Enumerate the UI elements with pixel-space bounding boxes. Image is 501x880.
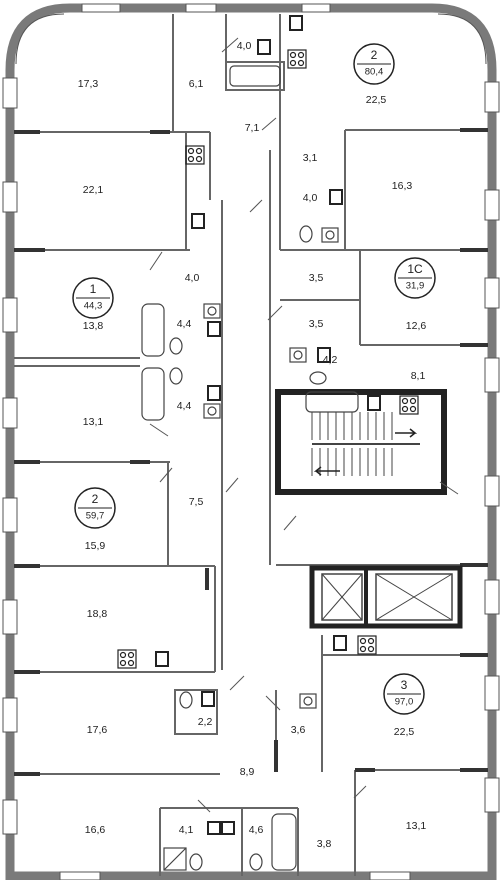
room-area: 3,5 [309, 272, 324, 284]
room-area: 13,1 [406, 820, 427, 832]
outer-walls [5, 3, 497, 880]
room-area: 4,6 [249, 824, 264, 836]
sink-icon [289, 15, 303, 31]
apartment-badge [74, 487, 116, 529]
room-area: 7,5 [189, 496, 204, 508]
apartment-badges [72, 43, 436, 715]
sink-icon [321, 227, 339, 243]
bathtub-icon [271, 813, 297, 871]
toilet-icon [189, 853, 203, 871]
toilet-icon [179, 691, 193, 709]
room-area: 6,1 [189, 78, 204, 90]
elevators [309, 565, 463, 629]
sink-icon [329, 189, 343, 205]
room-area: 15,9 [85, 540, 106, 552]
toilet-icon [169, 337, 183, 355]
room-area: 4,0 [237, 40, 252, 52]
room-area: 2,2 [198, 716, 213, 728]
room-area: 3,5 [309, 318, 324, 330]
room-area: 22,1 [83, 184, 104, 196]
sink-icon [207, 321, 221, 337]
sink-icon [201, 691, 215, 707]
sink-icon [207, 821, 221, 835]
apartment-badge-text: 2 80,4 1 44,3 1С 31,9 2 59,7 3 97,0 [84, 48, 425, 707]
room-area: 22,5 [394, 726, 415, 738]
apartment-area: 97,0 [395, 697, 414, 708]
room-area: 8,9 [240, 766, 255, 778]
apartment-badge [394, 257, 436, 299]
toilet-icon [169, 367, 183, 385]
sink-icon [155, 651, 169, 667]
toilet-icon [299, 225, 313, 243]
room-area: 4,4 [177, 318, 192, 330]
sink-icon [191, 213, 205, 229]
apartment-number: 1 [90, 282, 97, 296]
apartment-number: 2 [92, 492, 99, 506]
room-area: 4,4 [177, 400, 192, 412]
bathtub-icon [141, 367, 165, 421]
room-area: 17,6 [87, 724, 108, 736]
room-area: 18,8 [87, 608, 108, 620]
apartment-area: 80,4 [365, 67, 384, 78]
apartment-badge [72, 277, 114, 319]
room-area: 3,6 [291, 724, 306, 736]
room-area: 16,3 [392, 180, 413, 192]
apartment-area: 44,3 [84, 301, 103, 312]
room-area: 8,1 [411, 370, 426, 382]
sink-icon [221, 821, 235, 835]
stove-icon [287, 49, 307, 69]
staircase [275, 389, 447, 495]
corner-curves [15, 13, 487, 65]
room-area: 4,0 [303, 192, 318, 204]
room-area: 12,6 [406, 320, 427, 332]
thick-walls [14, 128, 488, 776]
room-area: 4,1 [179, 824, 194, 836]
toilet-icon [309, 371, 327, 385]
room-area: 4,0 [185, 272, 200, 284]
sink-icon [299, 693, 317, 709]
doors [149, 37, 459, 813]
sink-icon [203, 403, 221, 419]
sink-icon [317, 347, 331, 363]
sink-icon [203, 303, 221, 319]
fixtures [141, 65, 359, 871]
apartment-number: 3 [401, 678, 408, 692]
sink-icon [207, 385, 221, 401]
room-area: 4,2 [323, 354, 338, 366]
sink-icon [333, 635, 347, 651]
bathtub-icon [141, 303, 165, 357]
sink-icon [257, 39, 271, 55]
room-area: 13,1 [83, 416, 104, 428]
stove-icon [357, 635, 377, 655]
apartment-badge [353, 43, 395, 85]
stove-icon [399, 395, 419, 415]
stove-icon [117, 649, 137, 669]
room-area: 16,6 [85, 824, 106, 836]
room-area: 17,3 [78, 78, 99, 90]
room-area: 7,1 [245, 122, 260, 134]
toilet-icon [249, 853, 263, 871]
room-area: 3,1 [303, 152, 318, 164]
shower-icon [163, 847, 187, 871]
stove-icon [185, 145, 205, 165]
apartment-badge [383, 673, 425, 715]
bathtub-icon [229, 65, 281, 87]
windows [2, 3, 500, 880]
sink-boxes [155, 15, 381, 835]
apartment-area: 31,9 [406, 281, 425, 292]
stoves [117, 49, 419, 669]
apartment-area: 59,7 [86, 511, 105, 522]
sink-icon [289, 347, 307, 363]
apartment-number: 2 [371, 48, 378, 62]
room-area: 22,5 [366, 94, 387, 106]
room-labels: 17,3 6,1 4,0 22,5 7,1 22,1 3,1 16,3 4,0 … [78, 40, 427, 850]
sink-icon [367, 395, 381, 411]
room-area: 13,8 [83, 320, 104, 332]
bathtub-icon [305, 391, 359, 413]
room-area: 3,8 [317, 838, 332, 850]
apartment-number: 1С [407, 262, 423, 276]
